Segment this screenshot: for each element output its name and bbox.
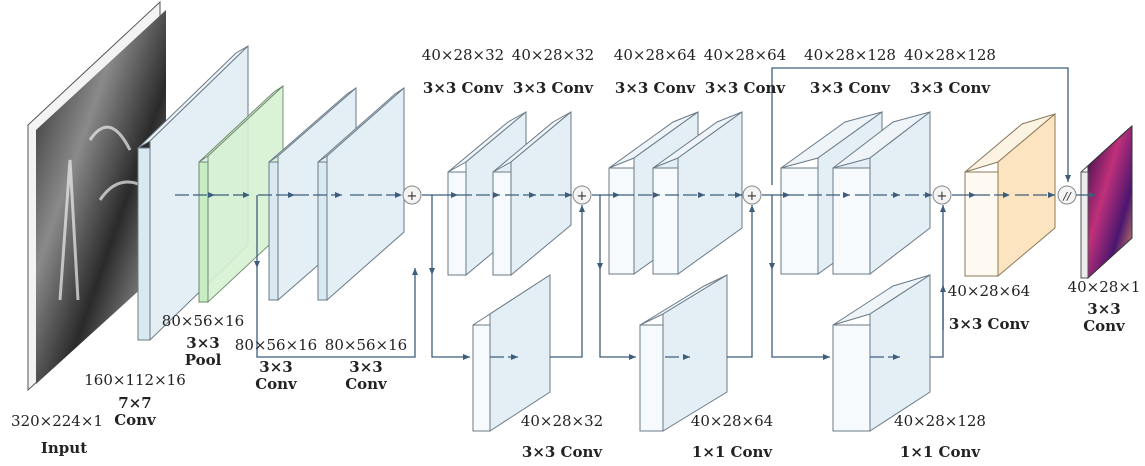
block3 [780, 110, 931, 432]
output-name: 3×3 Conv [1083, 300, 1125, 335]
add-symbol: + [407, 189, 418, 204]
final-conv-size: 40×28×64 [947, 282, 1031, 300]
b2-top-a-size: 40×28×64 [613, 46, 697, 64]
b1-top-b-size: 40×28×32 [511, 46, 595, 64]
final-conv-name: 3×3 Conv [948, 315, 1030, 333]
conv7-name: 7×7 Conv [114, 394, 156, 429]
conv7-size: 160×112×16 [84, 371, 186, 389]
b2-top-b-size: 40×28×64 [703, 46, 787, 64]
b1-bottom-size: 40×28×32 [520, 412, 604, 430]
add-node-3: + [742, 185, 762, 205]
input-size: 320×224×1 [11, 412, 103, 430]
output-size: 40×28×1 [1067, 278, 1141, 296]
break-node: // [1057, 185, 1077, 205]
conv1-size: 80×56×16 [234, 336, 318, 354]
b2-top-a-name: 3×3 Conv [614, 79, 696, 97]
break-symbol: // [1062, 190, 1072, 203]
add-nodes: + + + + // [402, 185, 1077, 205]
b1-bottom-name: 3×3 Conv [521, 443, 603, 461]
b2-bottom-name: 1×1 Conv [691, 443, 773, 461]
add-node-1: + [402, 185, 422, 205]
b2-top-b-name: 3×3 Conv [704, 79, 786, 97]
block1 [447, 110, 572, 432]
input-label: Input [40, 439, 88, 457]
b3-top-a-name: 3×3 Conv [809, 79, 891, 97]
conv2-name: 3×3 Conv [345, 358, 387, 393]
add-symbol: + [937, 189, 948, 204]
b1-top-b-name: 3×3 Conv [512, 79, 594, 97]
pool-name: 3×3 Pool [184, 334, 222, 369]
flow-arrows [422, 67, 1096, 360]
b1-top-a-size: 40×28×32 [421, 46, 505, 64]
add-node-4: + [932, 185, 952, 205]
input-image [27, 0, 166, 392]
b3-top-a-size: 40×28×128 [804, 46, 896, 64]
add-symbol: + [577, 189, 588, 204]
add-symbol: + [747, 189, 758, 204]
b3-bottom-name: 1×1 Conv [899, 443, 981, 461]
add-node-2: + [572, 185, 592, 205]
output-image [1080, 124, 1133, 280]
conv2-size: 80×56×16 [324, 336, 408, 354]
conv2-block [317, 86, 405, 302]
b3-top-b-name: 3×3 Conv [909, 79, 991, 97]
stem-arrows [175, 192, 418, 358]
b3-top-b-size: 40×28×128 [904, 46, 996, 64]
b1-top-a-name: 3×3 Conv [422, 79, 504, 97]
pool-size: 80×56×16 [161, 312, 245, 330]
b3-bottom-size: 40×28×128 [894, 412, 986, 430]
conv1-name: 3×3 Conv [255, 358, 297, 393]
b2-bottom-size: 40×28×64 [690, 412, 774, 430]
block2 [608, 111, 743, 432]
